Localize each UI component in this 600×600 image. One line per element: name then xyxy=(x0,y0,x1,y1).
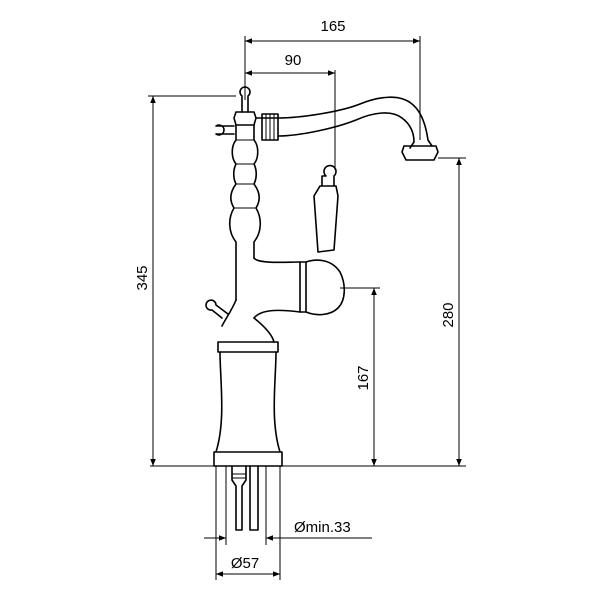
base-column xyxy=(213,341,283,467)
side-knob xyxy=(215,124,235,136)
top-knob xyxy=(239,86,251,113)
column-body xyxy=(228,124,262,301)
dim-hole-min: Ømin.33 xyxy=(204,466,372,545)
dim-90-label: 90 xyxy=(285,52,302,69)
dim-hole-min-label: Ømin.33 xyxy=(294,519,351,536)
faucet-outline xyxy=(205,86,439,531)
dim-base-diameter-label: Ø57 xyxy=(231,555,259,572)
dim-280: 280 xyxy=(438,157,466,466)
side-pin xyxy=(205,299,229,319)
spout-collar xyxy=(261,113,279,141)
dim-165: 165 xyxy=(244,18,421,140)
column-rings xyxy=(234,139,256,209)
dim-345-label: 345 xyxy=(134,265,151,290)
dim-167-label: 167 xyxy=(355,365,372,390)
aerator xyxy=(401,145,439,161)
dim-167: 167 xyxy=(340,287,380,466)
lever-handle xyxy=(313,164,339,253)
dim-base-diameter: Ø57 xyxy=(215,466,281,580)
lower-body xyxy=(221,299,275,343)
spout xyxy=(255,96,433,149)
dim-280-label: 280 xyxy=(440,302,457,327)
dim-345: 345 xyxy=(134,95,236,466)
cartridge-bulge xyxy=(253,257,346,319)
dim-90: 90 xyxy=(245,52,336,170)
dim-165-label: 165 xyxy=(320,18,345,35)
cross-handle xyxy=(233,111,257,126)
supply-hose xyxy=(249,465,259,531)
shank xyxy=(231,465,247,531)
